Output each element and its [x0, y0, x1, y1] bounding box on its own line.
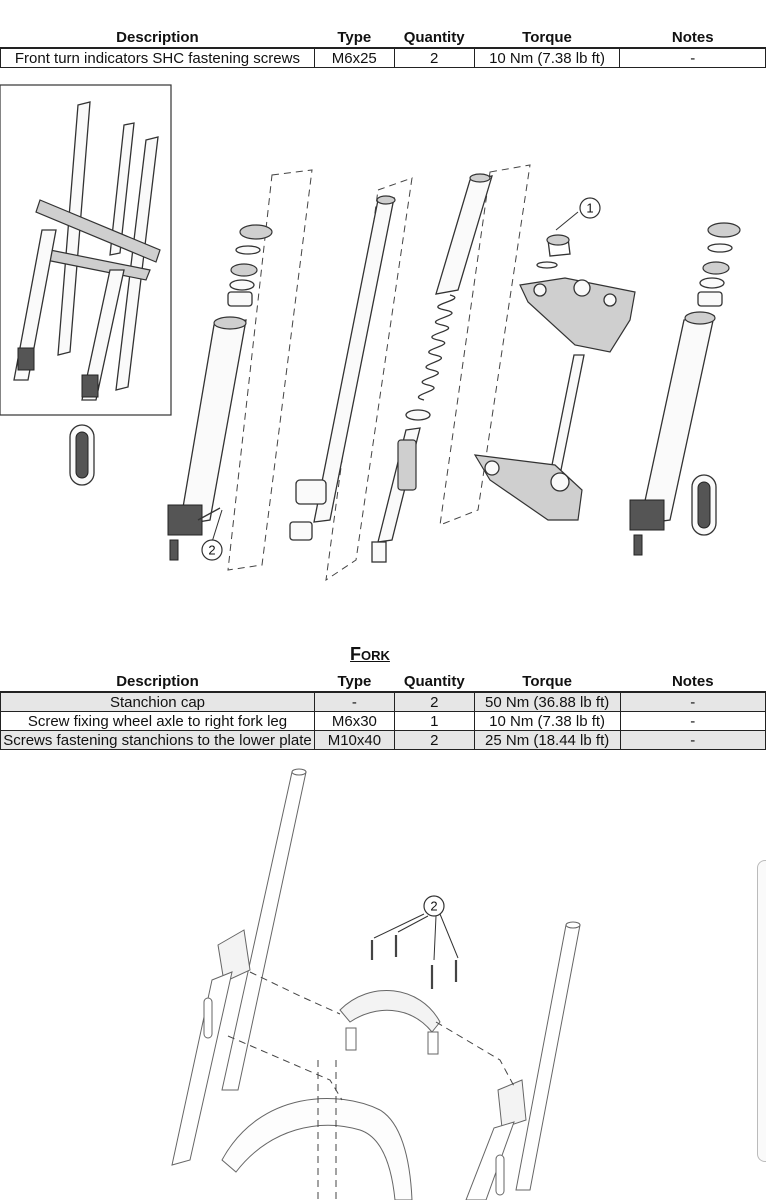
- cell-notes: -: [619, 48, 766, 68]
- side-scroll-tab[interactable]: [757, 860, 766, 1162]
- fork-torque-table: Description Type Quantity Torque Notes S…: [0, 672, 766, 750]
- table-row: Stanchion cap - 2 50 Nm (36.88 lb ft) -: [0, 692, 766, 712]
- cell-quantity: 2: [393, 48, 475, 68]
- triple-clamp: [473, 234, 636, 521]
- fork-spring: [417, 294, 456, 401]
- mudguard-bridge: [339, 990, 441, 1033]
- cell-torque: 50 Nm (36.88 lb ft): [473, 692, 621, 712]
- table-header-row: Description Type Quantity Torque Notes: [0, 672, 766, 693]
- col-quantity: Quantity: [394, 672, 475, 693]
- col-torque: Torque: [474, 28, 620, 49]
- left-fork-leg-parts: [167, 224, 273, 561]
- col-torque: Torque: [474, 672, 621, 693]
- svg-text:2: 2: [430, 899, 437, 914]
- table-row: Screw fixing wheel axle to right fork le…: [0, 711, 766, 731]
- table-header-row: Description Type Quantity Torque Notes: [0, 28, 766, 49]
- inner-tube: [435, 175, 493, 295]
- stanchion-tube: [313, 197, 395, 523]
- cell-type: -: [313, 692, 395, 712]
- col-notes: Notes: [619, 28, 766, 49]
- cell-notes: -: [619, 711, 766, 731]
- cell-quantity: 2: [393, 730, 475, 750]
- right-stanchion: [515, 924, 581, 1191]
- col-notes: Notes: [620, 672, 766, 693]
- col-quantity: Quantity: [394, 28, 475, 49]
- cell-quantity: 1: [393, 711, 475, 731]
- cell-notes: -: [619, 692, 766, 712]
- callout-1: 1: [555, 197, 601, 231]
- cell-type: M6x30: [313, 711, 395, 731]
- col-description: Description: [0, 28, 315, 49]
- cell-type: M10x40: [313, 730, 395, 750]
- callout-2: 2: [201, 509, 223, 561]
- col-type: Type: [314, 672, 395, 693]
- mudguard-exploded-diagram: 2: [171, 768, 581, 1200]
- cell-torque: 10 Nm (7.38 lb ft): [473, 48, 621, 68]
- section-title-fork: Fork: [350, 644, 390, 664]
- cell-type: M6x25: [313, 48, 395, 68]
- cell-description: Front turn indicators SHC fastening scre…: [0, 48, 315, 68]
- cell-description: Screws fastening stanchions to the lower…: [0, 730, 315, 750]
- callout-2: 2: [373, 895, 459, 961]
- svg-text:2: 2: [208, 543, 215, 558]
- cell-torque: 25 Nm (18.44 lb ft): [473, 730, 621, 750]
- col-description: Description: [0, 672, 315, 693]
- turn-indicator-torque-table: Description Type Quantity Torque Notes F…: [0, 28, 766, 68]
- front-mudguard: [221, 1098, 413, 1200]
- cell-description: Stanchion cap: [0, 692, 315, 712]
- svg-text:1: 1: [586, 201, 593, 216]
- table-row: Front turn indicators SHC fastening scre…: [0, 48, 766, 68]
- cell-notes: -: [619, 730, 766, 750]
- inset-frame: [0, 84, 172, 416]
- right-fork-leg-parts: [629, 222, 741, 556]
- cell-torque: 10 Nm (7.38 lb ft): [473, 711, 621, 731]
- cell-quantity: 2: [393, 692, 475, 712]
- col-type: Type: [314, 28, 395, 49]
- cell-description: Screw fixing wheel axle to right fork le…: [0, 711, 315, 731]
- fork-exploded-diagram: 1 2: [0, 84, 741, 582]
- left-stanchion: [221, 771, 307, 1091]
- table-row: Screws fastening stanchions to the lower…: [0, 730, 766, 750]
- assembled-fork-inset: [13, 101, 161, 401]
